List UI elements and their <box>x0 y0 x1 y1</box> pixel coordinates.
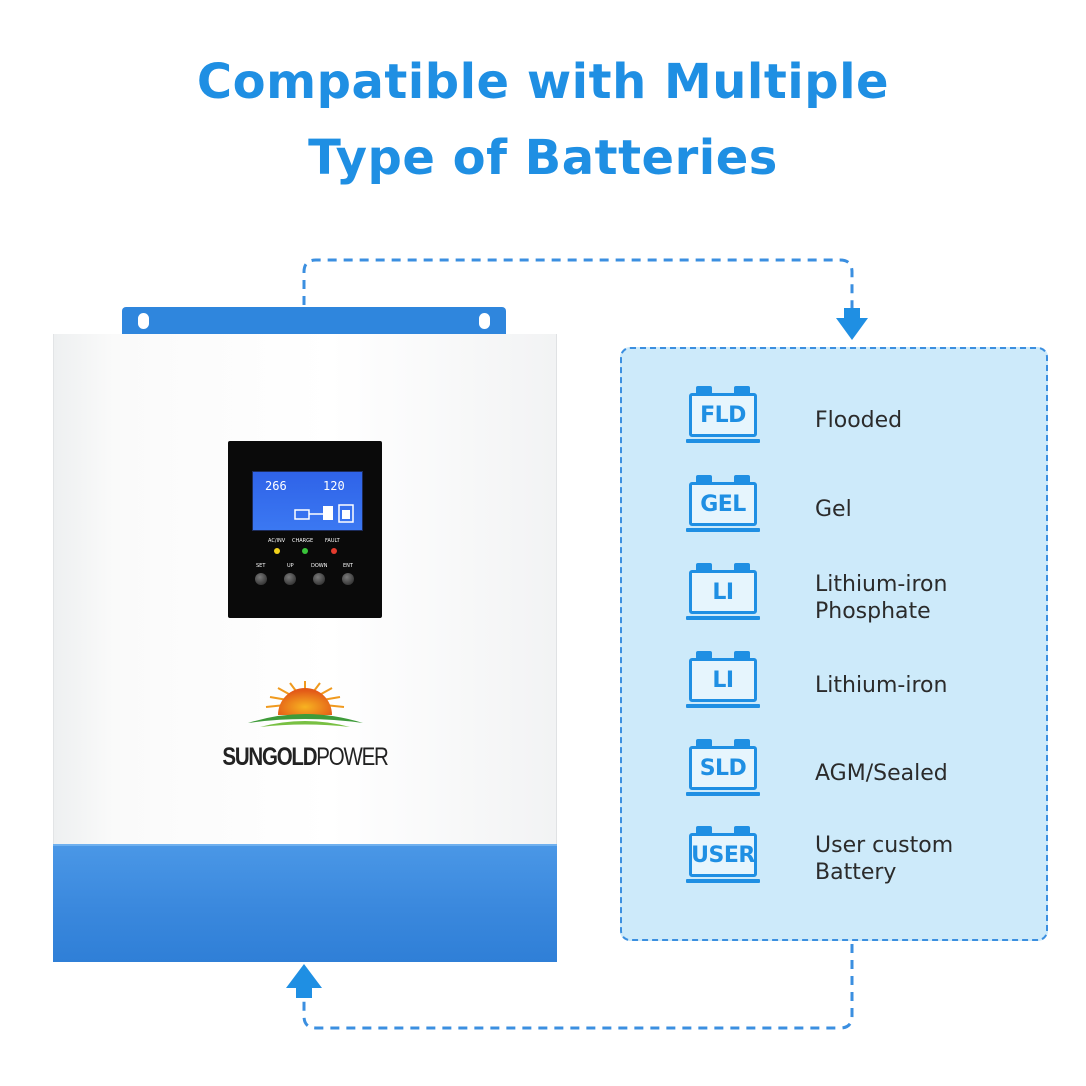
inverter-base <box>53 844 557 962</box>
lcd-right-reading: 120 <box>323 479 345 493</box>
battery-name: Lithium-iron <box>815 673 948 698</box>
headline-line-1: Compatible with Multiple <box>196 54 890 110</box>
brand-name: SUNGOLDPOWER <box>219 743 391 772</box>
battery-load-icon <box>294 504 354 523</box>
battery-li-icon: LI <box>686 563 760 625</box>
battery-name: AGM/Sealed <box>815 761 948 786</box>
battery-type-flooded: FLD Flooded <box>686 386 1046 448</box>
button-label-set: SET <box>256 563 266 569</box>
up-arrow-icon <box>286 964 322 988</box>
led-label-ac-inv: AC/INV <box>268 538 286 544</box>
battery-type-lithium-iron: LI Lithium-iron <box>686 651 1046 713</box>
inverter-control-panel: 266 120 AC/INV CHARGE FAULT SET UP DOWN … <box>228 441 382 618</box>
led-label-fault: FAULT <box>325 538 340 544</box>
mount-bracket-icon <box>122 307 506 335</box>
battery-code: LI <box>712 579 734 605</box>
headline-line-2: Type of Batteries <box>308 130 778 186</box>
battery-name-line-2: Battery <box>815 860 897 885</box>
battery-code: LI <box>712 667 734 693</box>
battery-name: Gel <box>815 497 852 522</box>
lcd-left-reading: 266 <box>265 479 287 493</box>
battery-code: GEL <box>700 491 746 517</box>
battery-type-lithium-iron-phosphate: LI Lithium-iron Phosphate <box>686 563 1046 625</box>
battery-code: USER <box>691 842 755 868</box>
led-label-charge: CHARGE <box>292 538 314 544</box>
battery-fld-icon: FLD <box>686 386 760 448</box>
button-label-up: UP <box>287 563 294 569</box>
battery-name-line-2: Phosphate <box>815 599 931 624</box>
led-ac-inv <box>274 548 280 554</box>
up-button <box>284 573 296 585</box>
led-fault <box>331 548 337 554</box>
battery-code: FLD <box>700 402 746 428</box>
battery-name: Flooded <box>815 408 903 433</box>
button-label-down: DOWN <box>311 563 328 569</box>
battery-type-user-custom: USER User custom Battery <box>686 826 1046 888</box>
brand-light: POWER <box>316 743 389 771</box>
battery-name-line-1: Lithium-iron <box>815 572 948 597</box>
button-label-ent: ENT <box>343 563 353 569</box>
battery-user-icon: USER <box>686 826 760 888</box>
down-button <box>313 573 325 585</box>
led-charge <box>302 548 308 554</box>
battery-type-agm-sealed: SLD AGM/Sealed <box>686 739 1046 801</box>
brand-bold: SUNGOLD <box>222 743 317 771</box>
ent-button <box>342 573 354 585</box>
battery-sld-icon: SLD <box>686 739 760 801</box>
lcd-display: 266 120 <box>252 471 363 531</box>
battery-gel-icon: GEL <box>686 475 760 537</box>
sun-logo-icon <box>248 681 363 727</box>
battery-type-gel: GEL Gel <box>686 475 1046 537</box>
battery-li-icon: LI <box>686 651 760 713</box>
set-button <box>255 573 267 585</box>
down-arrow-icon <box>836 318 868 340</box>
battery-code: SLD <box>699 755 747 781</box>
battery-name-line-1: User custom <box>815 833 954 858</box>
